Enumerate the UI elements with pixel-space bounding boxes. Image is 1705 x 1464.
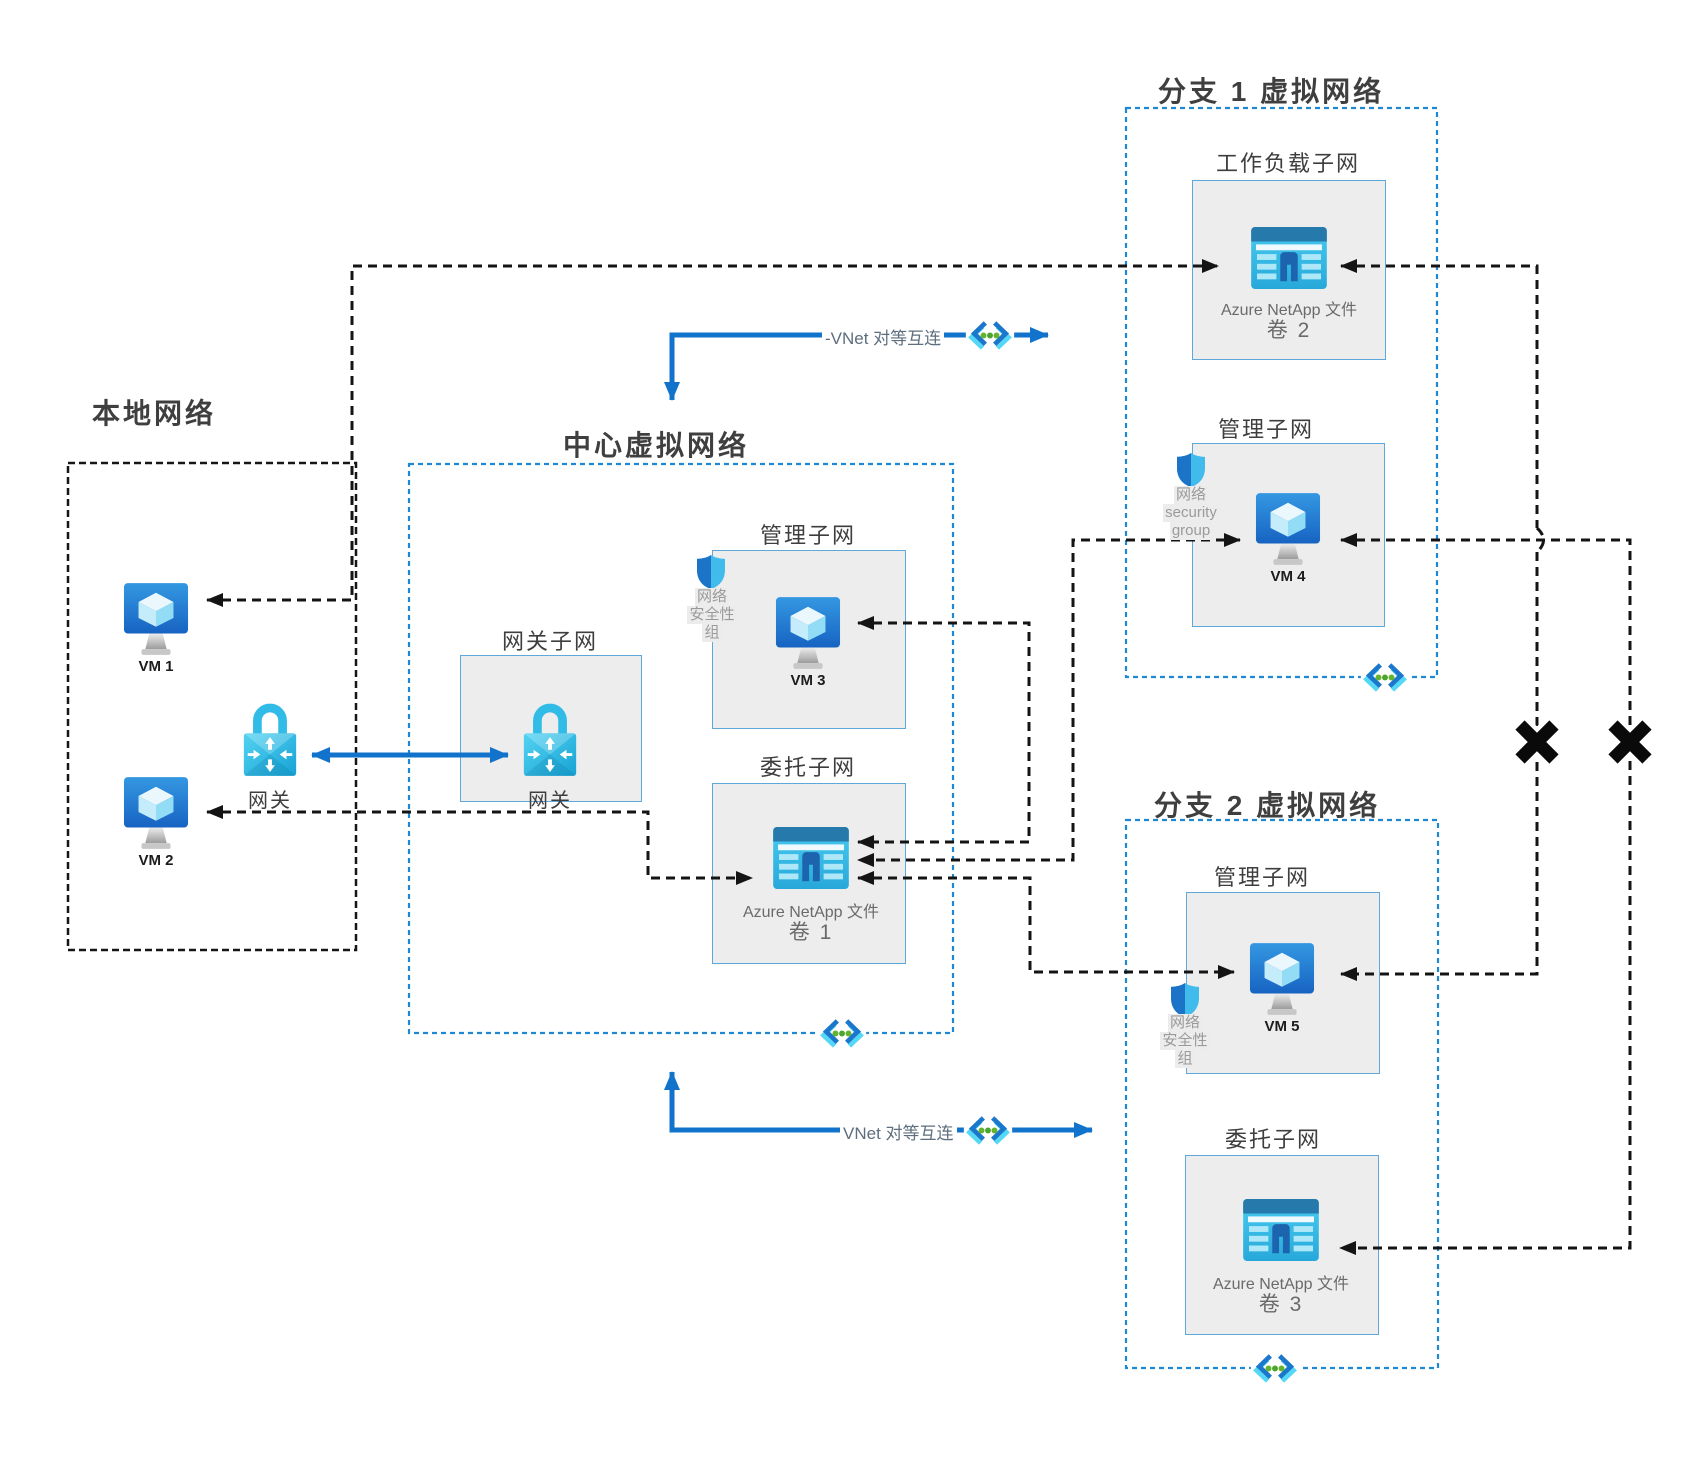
local-network-title: 本地网络	[92, 398, 217, 429]
volume2-netapp-files-icon	[1250, 226, 1328, 290]
nsg-line: 安全性	[1160, 1032, 1210, 1050]
vnet-peering-icon	[962, 1111, 1014, 1149]
nsg-line: 组	[1175, 1050, 1195, 1068]
nsg-line: 组	[702, 624, 722, 642]
hub-management-subnet-label: 管理子网	[759, 523, 856, 548]
branch1-nsg-label: 网络 security group	[1155, 486, 1227, 540]
volume2-label: 卷 2	[1266, 319, 1312, 342]
branch1-nsg-shield-icon	[1176, 452, 1206, 488]
hub-nsg-shield-icon	[696, 554, 726, 590]
branch2-management-subnet-label: 管理子网	[1213, 865, 1310, 890]
vm2-icon	[123, 776, 189, 850]
connector-vm4-volume1	[857, 533, 1241, 867]
volume3-netapp-files-icon	[1242, 1198, 1320, 1262]
volume1-service-label: Azure NetApp 文件	[742, 904, 880, 921]
nsg-line: 网络	[1167, 1014, 1202, 1032]
connector-vm3-volume1	[857, 616, 1031, 849]
nsg-line: group	[1169, 522, 1213, 540]
vm1-label: VM 1	[138, 658, 174, 675]
vnet-peering-icon	[816, 1014, 868, 1052]
vm3-label: VM 3	[790, 672, 826, 689]
vnet-peering-label-top: -VNet 对等互连	[822, 324, 945, 349]
blocked-x-icon	[1509, 714, 1565, 770]
branch2-vnet-boundary	[1124, 818, 1440, 1370]
connector-line-hop	[1535, 526, 1545, 554]
nsg-line: 安全性	[687, 606, 737, 624]
onprem-gateway-label: 网关	[248, 790, 292, 812]
nsg-line: 网络	[694, 588, 729, 606]
branch2-nsg-label: 网络 安全性 组	[1149, 1014, 1221, 1068]
branch2-vnet-title: 分支 2 虚拟网络	[1154, 790, 1381, 821]
vm1-icon	[123, 582, 189, 656]
hub-vnet-title: 中心虚拟网络	[563, 430, 750, 461]
hub-delegated-subnet-label: 委托子网	[759, 755, 856, 780]
vm5-label: VM 5	[1264, 1018, 1300, 1035]
branch1-vnet-title: 分支 1 虚拟网络	[1158, 76, 1385, 107]
vnet-peering-icon	[1249, 1349, 1301, 1387]
volume2-service-label: Azure NetApp 文件	[1220, 302, 1358, 319]
blocked-x-icon	[1602, 714, 1658, 770]
vm3-icon	[775, 596, 841, 670]
hub-gateway-subnet-box	[460, 655, 642, 802]
vm4-icon	[1255, 492, 1321, 566]
vm4-label: VM 4	[1270, 568, 1306, 585]
volume1-label: 卷 1	[788, 921, 834, 944]
hub-nsg-label: 网络 安全性 组	[676, 588, 748, 642]
branch2-nsg-shield-icon	[1170, 982, 1200, 1018]
vm5-icon	[1249, 942, 1315, 1016]
branch1-management-subnet-label: 管理子网	[1217, 417, 1314, 442]
volume3-service-label: Azure NetApp 文件	[1212, 1276, 1350, 1293]
branch1-vnet-boundary	[1124, 106, 1439, 679]
local-network-boundary	[66, 461, 358, 952]
vnet-peering-label-bottom: VNet 对等互连	[840, 1119, 957, 1144]
nsg-line: security	[1163, 504, 1219, 522]
vm2-label: VM 2	[138, 852, 174, 869]
volume1-netapp-files-icon	[772, 826, 850, 890]
vnet-peering-icon	[1359, 658, 1411, 696]
hub-gateway-label: 网关	[528, 790, 572, 812]
hub-gateway-subnet-label: 网关子网	[501, 629, 598, 654]
nsg-line: 网络	[1173, 486, 1208, 504]
connector-vm5-volume1	[857, 871, 1235, 979]
onprem-gateway-icon	[239, 700, 301, 780]
vnet-peering-icon	[964, 316, 1016, 354]
branch2-delegated-subnet-label: 委托子网	[1224, 1127, 1321, 1152]
connector-vm5-volume2-blocked-upper	[1340, 259, 1539, 528]
connector-vm4-volume3-blocked	[1339, 533, 1632, 1255]
connector-vm2-volume1	[206, 805, 753, 885]
branch1-workload-subnet-label: 工作负载子网	[1215, 151, 1360, 176]
volume3-label: 卷 3	[1258, 1293, 1304, 1316]
hub-gateway-icon	[519, 700, 581, 780]
connector-vm5-volume2-blocked-lower	[1340, 552, 1539, 981]
